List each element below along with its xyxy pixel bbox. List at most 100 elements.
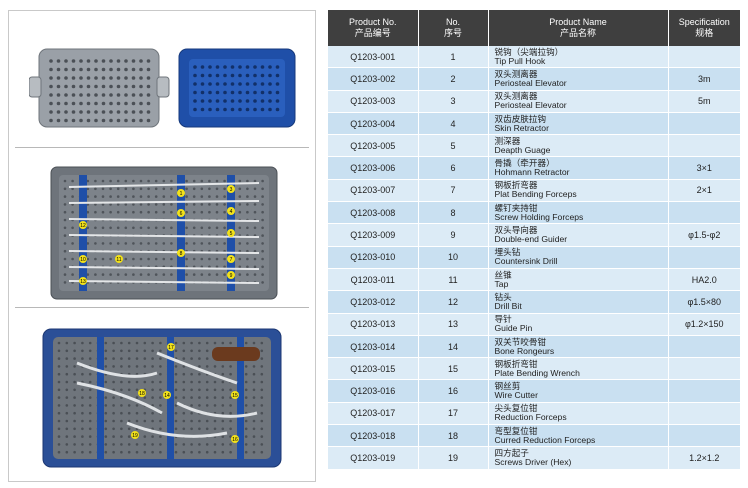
product-name-cell: 锐钩（尖端拉钩）Tip Pull Hook xyxy=(488,46,669,69)
vent-hole xyxy=(208,179,211,183)
vent-hole xyxy=(101,118,106,123)
vent-hole xyxy=(208,273,211,276)
vent-hole xyxy=(116,195,120,198)
vent-hole xyxy=(244,443,248,446)
vent-hole xyxy=(143,349,147,353)
sequence-cell: 4 xyxy=(418,112,489,136)
vent-hole xyxy=(229,419,232,423)
product-name-en: Hohmann Retractor xyxy=(494,167,570,178)
closed-cases-photo xyxy=(29,48,296,128)
vent-hole xyxy=(205,388,209,392)
vent-hole xyxy=(56,93,61,97)
vent-hole xyxy=(213,365,217,368)
number-tag xyxy=(167,343,175,351)
vent-hole xyxy=(223,90,227,95)
vent-hole xyxy=(223,107,227,112)
vent-hole xyxy=(71,257,74,261)
vent-hole xyxy=(127,388,131,392)
sequence-cell: 18 xyxy=(418,424,489,448)
vent-hole xyxy=(261,234,264,237)
vent-hole xyxy=(261,257,264,261)
product-name-en: Periosteal Elevator xyxy=(494,77,567,88)
vent-hole xyxy=(139,195,143,198)
sequence-cell: 6 xyxy=(418,156,489,180)
vent-hole xyxy=(244,341,248,345)
vent-hole xyxy=(57,411,61,415)
number-tag xyxy=(227,229,235,237)
product-code-cell: Q1203-015 xyxy=(328,357,419,381)
vent-hole xyxy=(143,419,147,423)
vent-hole xyxy=(109,76,113,80)
vent-hole xyxy=(88,419,92,423)
vent-hole xyxy=(252,419,256,423)
specification-cell: 3m xyxy=(668,67,740,91)
vent-hole xyxy=(205,443,209,446)
vent-hole xyxy=(260,99,265,103)
vent-hole xyxy=(112,388,115,392)
vent-hole xyxy=(73,372,76,376)
product-code-cell: Q1203-005 xyxy=(328,134,419,158)
vent-hole xyxy=(205,404,209,407)
vent-hole xyxy=(174,365,178,368)
number-tag xyxy=(177,189,185,197)
vent-hole xyxy=(56,84,61,89)
vent-hole xyxy=(174,411,178,415)
vent-hole xyxy=(159,404,162,407)
vent-hole xyxy=(64,110,68,114)
vent-hole xyxy=(131,67,136,72)
vent-hole xyxy=(200,203,204,206)
vent-hole xyxy=(57,349,61,353)
vent-hole xyxy=(260,357,264,360)
vent-hole xyxy=(135,450,139,454)
product-code-cell: Q1203-002 xyxy=(328,67,419,91)
vent-hole xyxy=(221,388,225,392)
vent-hole xyxy=(132,226,135,230)
vent-hole xyxy=(151,419,154,423)
vent-hole xyxy=(63,234,67,237)
vent-hole xyxy=(94,67,98,72)
vent-hole xyxy=(71,187,74,191)
vent-hole xyxy=(190,372,193,376)
vent-hole xyxy=(193,65,197,69)
vent-hole xyxy=(139,118,143,123)
vent-hole xyxy=(151,349,154,353)
vent-hole xyxy=(88,388,92,392)
vent-hole xyxy=(101,179,105,183)
vent-hole xyxy=(213,404,217,407)
vent-hole xyxy=(253,242,257,245)
vent-hole xyxy=(192,179,196,183)
vent-hole xyxy=(253,73,257,78)
product-code-cell: Q1203-016 xyxy=(328,379,419,403)
vent-hole xyxy=(200,90,205,95)
product-name-en: Plat Bending Forceps xyxy=(494,189,577,200)
vent-hole xyxy=(86,101,91,106)
vent-hole xyxy=(65,435,69,438)
sequence-cell: 3 xyxy=(418,90,489,113)
vent-hole xyxy=(159,443,162,446)
sequence-cell: 12 xyxy=(418,290,489,314)
vent-hole xyxy=(57,435,61,438)
vent-hole xyxy=(215,82,220,86)
number-tag-label: 6 xyxy=(180,211,183,217)
vent-hole xyxy=(223,242,226,245)
vent-hole xyxy=(139,101,143,106)
sequence-cell: 15 xyxy=(418,357,489,381)
vent-hole xyxy=(63,273,67,276)
product-name-en: Plate Bending Wrench xyxy=(494,367,580,378)
vent-hole xyxy=(260,65,265,69)
vent-hole xyxy=(94,84,98,89)
vent-hole xyxy=(120,357,123,360)
vent-hole xyxy=(151,341,154,345)
vent-hole xyxy=(205,427,209,431)
vent-hole xyxy=(139,67,143,72)
vent-hole xyxy=(159,372,162,376)
vent-hole xyxy=(213,396,217,399)
vent-hole xyxy=(275,73,280,78)
vent-hole xyxy=(275,99,280,103)
vent-hole xyxy=(268,99,272,103)
